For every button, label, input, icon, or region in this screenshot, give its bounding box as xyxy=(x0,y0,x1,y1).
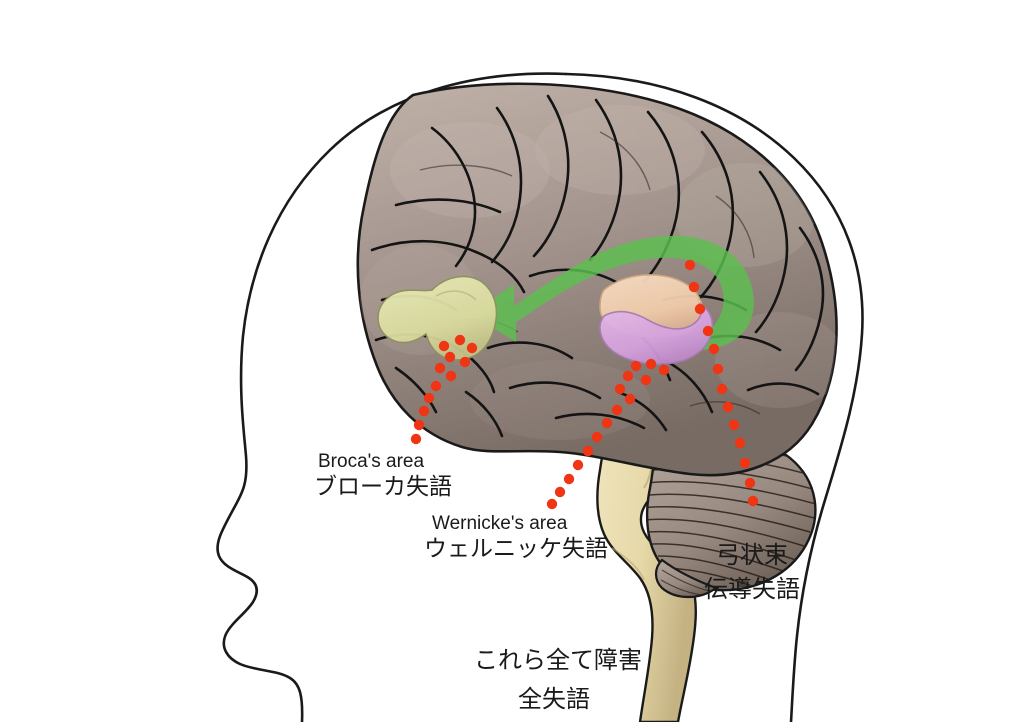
head-profile-outline xyxy=(216,72,864,722)
arcuate-fasciculus-arrow xyxy=(470,235,754,350)
global-label-jp-1: これら全て障害 xyxy=(474,646,642,674)
global-label-jp-2: 全失語 xyxy=(518,685,590,713)
arcuate-dot-trail xyxy=(684,259,759,507)
wernicke-label-en: Wernicke's area xyxy=(432,513,568,534)
label-arcuate: 弓状束 伝導失語 xyxy=(704,541,800,603)
arcuate-label-jp-1: 弓状束 xyxy=(716,541,788,569)
label-wernicke: Wernicke's area ウェルニッケ失語 xyxy=(424,513,608,562)
wernicke-label-jp: ウェルニッケ失語 xyxy=(424,536,608,562)
wernicke-dot-trail xyxy=(546,358,670,510)
cerebral-cortex xyxy=(356,82,838,477)
broca-label-jp: ブローカ失語 xyxy=(314,474,452,500)
broca-label-en: Broca's area xyxy=(318,451,425,472)
broca-area-region xyxy=(377,275,498,361)
marker-dot-trails xyxy=(410,259,759,510)
label-broca: Broca's area ブローカ失語 xyxy=(314,451,452,500)
wernicke-area-region xyxy=(599,302,714,365)
arcuate-label-jp-2: 伝導失語 xyxy=(704,575,800,603)
broca-dot-trail xyxy=(410,334,478,445)
label-global-aphasia: これら全て障害 全失語 xyxy=(474,646,642,713)
